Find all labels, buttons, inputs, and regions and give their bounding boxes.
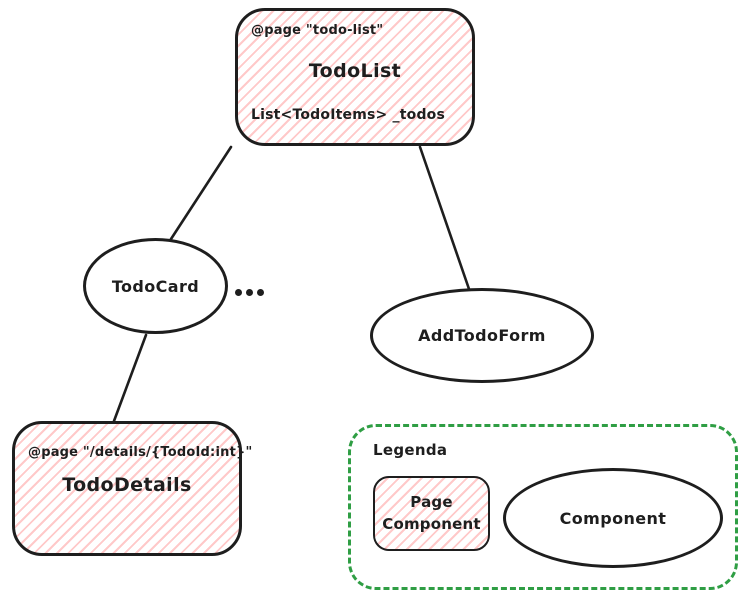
node-todocard: TodoCard bbox=[83, 238, 228, 334]
edge-todolist-todocard bbox=[169, 145, 233, 241]
node-tododetails: @page "/details/{TodoId:int}" TodoDetail… bbox=[12, 421, 253, 556]
node-addtodoform: AddTodoForm bbox=[370, 288, 594, 383]
legend-title: Legenda bbox=[373, 441, 448, 459]
tododetails-page-directive: @page "/details/{TodoId:int}" bbox=[28, 445, 253, 460]
edge-todolist-addtodoform bbox=[418, 145, 471, 291]
legend: Legenda Page Component Component bbox=[348, 424, 738, 590]
tododetails-title: TodoDetails bbox=[62, 474, 192, 496]
ellipsis-dot bbox=[257, 289, 264, 296]
todolist-title: TodoList bbox=[308, 60, 402, 82]
edge-todocard-tododetails bbox=[112, 333, 148, 423]
node-todolist: @page "todo-list" TodoList List<TodoItem… bbox=[235, 8, 475, 146]
addtodoform-label: AddTodoForm bbox=[418, 326, 546, 345]
ellipsis bbox=[235, 289, 264, 296]
todocard-label: TodoCard bbox=[111, 276, 200, 296]
ellipsis-dot bbox=[246, 289, 253, 296]
todolist-page-directive: @page "todo-list" bbox=[251, 23, 384, 38]
legend-page-component-label: Page Component bbox=[382, 492, 481, 533]
ellipsis-dot bbox=[235, 289, 242, 296]
todolist-field: List<TodoItems> _todos bbox=[251, 107, 446, 123]
legend-component-label: Component bbox=[559, 508, 667, 528]
legend-page-component-sample: Page Component bbox=[373, 476, 490, 551]
legend-component-sample: Component bbox=[503, 468, 723, 568]
